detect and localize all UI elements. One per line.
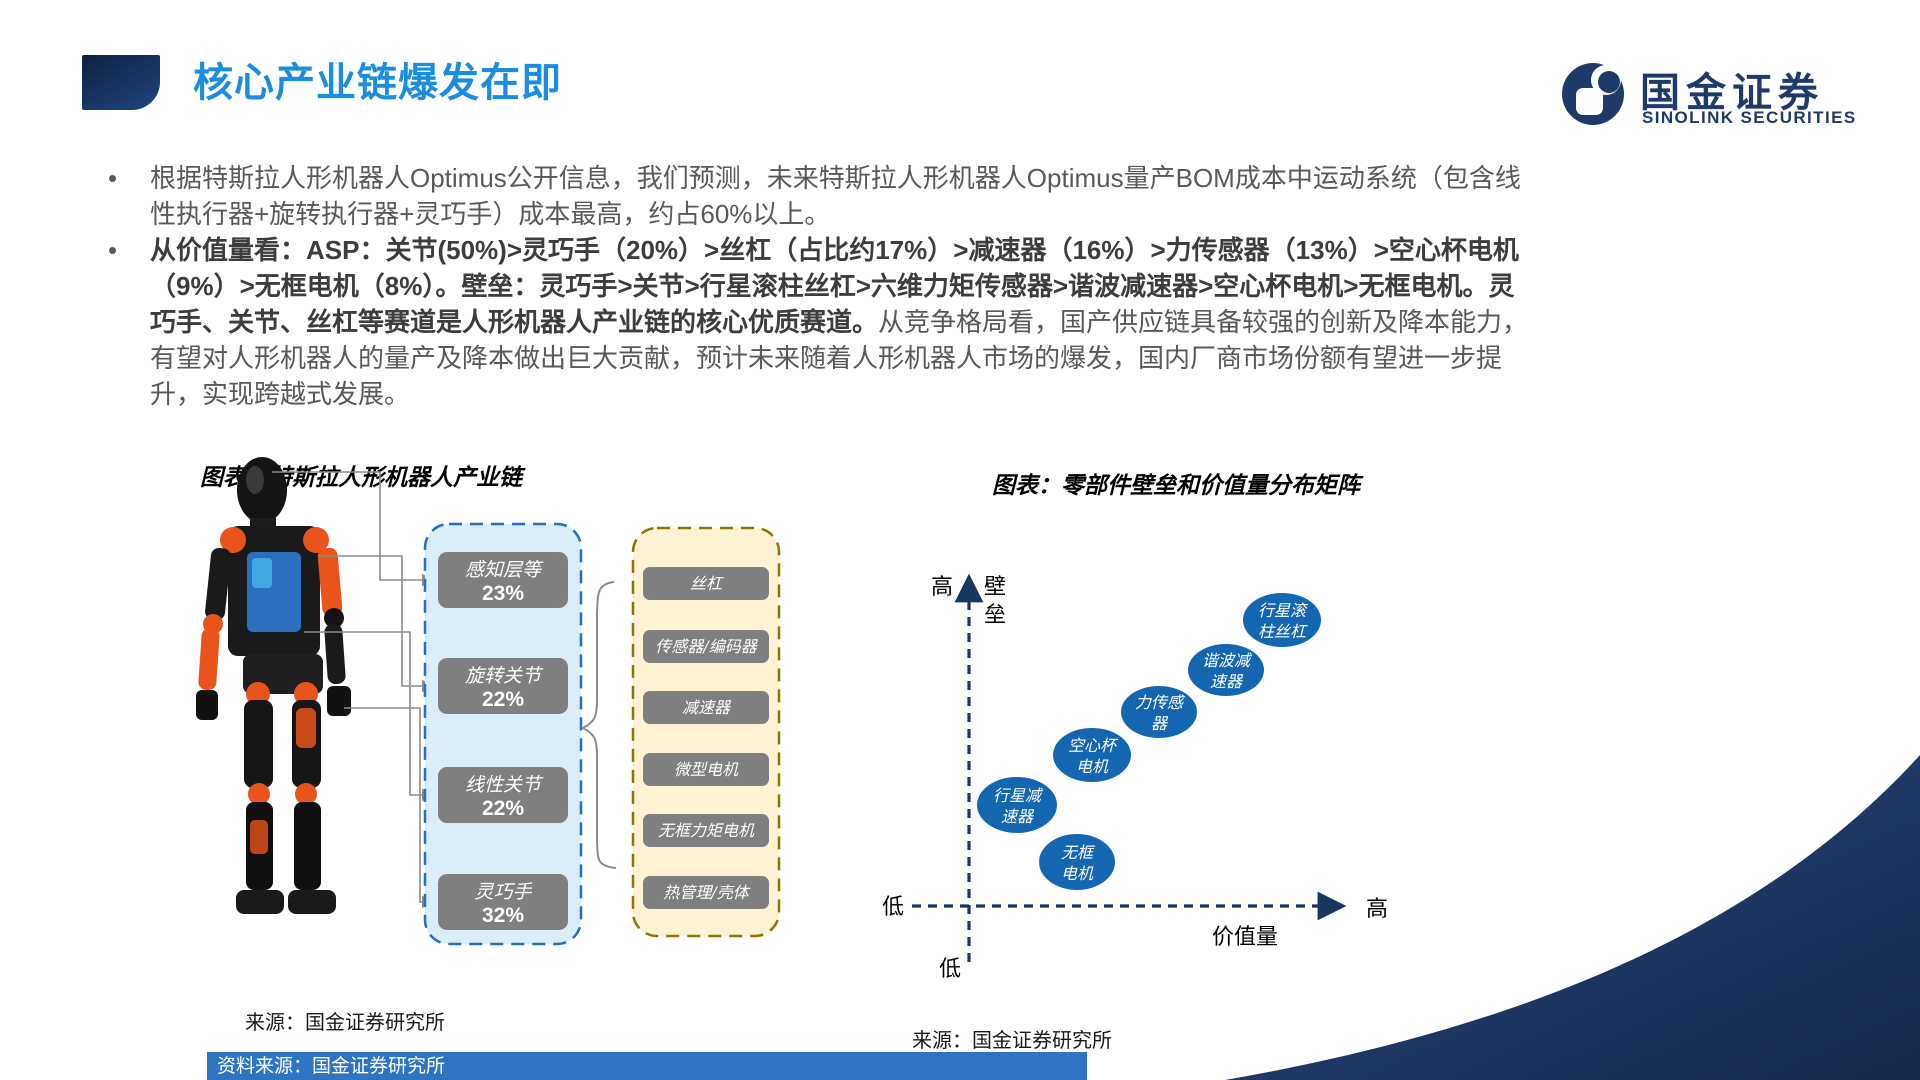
component-label-frameless-torque-motor: 无框力矩电机: [658, 821, 755, 840]
point-harmonic-reducer: 谐波减 速器: [1188, 644, 1264, 696]
point-label: 速器: [1001, 807, 1035, 826]
point-label: 行星滚: [1258, 601, 1309, 620]
point-label: 速器: [1210, 672, 1244, 691]
x-axis-high-label: 高: [1366, 897, 1388, 922]
y-axis-low-label: 低: [939, 957, 961, 982]
sinolink-logo-icon: [1562, 63, 1624, 125]
figure-left-diagram: 感知层等 23% 旋转关节 22% 线性关节 22% 灵巧手 32%: [196, 457, 781, 946]
module-pct: 32%: [482, 904, 524, 927]
point-label: 柱丝杠: [1258, 622, 1308, 641]
component-label-thermal-housing: 热管理/壳体: [663, 883, 750, 902]
page-title: 核心产业链爆发在即: [193, 61, 562, 105]
point-label: 行星减: [993, 786, 1043, 805]
module-box-linear-joint: 线性关节 22%: [438, 767, 568, 823]
point-label: 力传感: [1135, 693, 1186, 712]
module-container: [423, 522, 583, 946]
point-planetary-roller-screw: 行星滚 柱丝杠: [1243, 593, 1321, 647]
module-pct: 22%: [482, 797, 524, 820]
module-box-perception: 感知层等 23%: [438, 552, 568, 608]
point-label: 谐波减: [1202, 651, 1252, 670]
figure-left-source: 来源：国金证券研究所: [245, 1010, 445, 1034]
component-label-reducer: 减速器: [682, 698, 732, 717]
figure-right-source: 来源：国金证券研究所: [912, 1028, 1112, 1052]
bullet-2-text: 从价值量看：ASP：关节(50%)>灵巧手（20%）>丝杠（占比约17%）>减速…: [150, 232, 1536, 412]
point-force-sensor: 力传感 器: [1121, 686, 1197, 738]
module-name: 灵巧手: [474, 881, 532, 903]
module-box-dexterous-hand: 灵巧手 32%: [438, 874, 568, 930]
bullet-1-text: 根据特斯拉人形机器人Optimus公开信息，我们预测，未来特斯拉人形机器人Opt…: [150, 163, 1521, 229]
component-label-micro-motor: 微型电机: [674, 760, 739, 779]
point-label: 器: [1151, 714, 1169, 733]
module-pct: 23%: [482, 582, 524, 605]
brace-connector: [580, 581, 617, 869]
figure-right-matrix: 高 壁 垒 低 高 价值量 低 行星减 速器 无框 电机 空心杯 电机: [882, 573, 1388, 982]
y-axis-high-label: 高: [931, 575, 953, 600]
bullet-marker: •: [108, 235, 118, 265]
bullet-2-bold: 从价值量看：ASP：关节(50%)>灵巧手（20%）>丝杠（占比约17%）>减速…: [150, 235, 1519, 337]
point-label: 电机: [1076, 757, 1109, 776]
x-axis-name: 价值量: [1212, 925, 1278, 950]
footer-source-bar: 资料来源：国金证券研究所: [207, 1052, 1087, 1080]
figure-right-title: 图表：零部件壁垒和价值量分布矩阵: [992, 472, 1360, 499]
component-label-screw: 丝杠: [690, 574, 724, 593]
point-hollow-cup-motor: 空心杯 电机: [1053, 728, 1131, 782]
component-label-sensor-encoder: 传感器/编码器: [655, 637, 758, 656]
module-name: 旋转关节: [465, 665, 544, 687]
x-axis-low-label: 低: [882, 895, 904, 920]
summary-bullets: • 根据特斯拉人形机器人Optimus公开信息，我们预测，未来特斯拉人形机器人O…: [108, 160, 1536, 412]
optimus-robot-illustration: [196, 457, 351, 914]
module-name: 感知层等: [465, 559, 544, 581]
point-planetary-reducer: 行星减 速器: [977, 777, 1057, 833]
y-axis-name-char2: 垒: [984, 603, 1006, 628]
logo-name-en: SINOLINK SECURITIES: [1642, 108, 1857, 127]
sinolink-logo: 国金证券 SINOLINK SECURITIES: [1562, 58, 1912, 133]
bullet-2: • 从价值量看：ASP：关节(50%)>灵巧手（20%）>丝杠（占比约17%）>…: [108, 232, 1536, 412]
point-label: 无框: [1061, 843, 1096, 862]
bullet-1: • 根据特斯拉人形机器人Optimus公开信息，我们预测，未来特斯拉人形机器人O…: [108, 160, 1536, 232]
component-labels: 丝杠 传感器/编码器 减速器 微型电机 无框力矩电机 热管理/壳体: [655, 574, 758, 902]
bullet-marker: •: [108, 163, 118, 193]
point-frameless-motor: 无框 电机: [1039, 834, 1115, 890]
connector-arrow-linear: [304, 631, 435, 802]
title-accent-chip: [82, 55, 160, 110]
point-label: 电机: [1061, 864, 1094, 883]
page-number: 17: [1756, 1018, 1782, 1044]
connector-arrow-hand: [344, 707, 435, 909]
module-pct: 22%: [482, 688, 524, 711]
bullet-2-regular: 从竞争格局看，国产供应链具备较强的创新及降本能力，有望对人形机器人的量产及降本做…: [150, 307, 1529, 409]
point-label: 空心杯: [1068, 736, 1119, 755]
connector-arrow-perception: [272, 471, 435, 587]
module-box-rotary-joint: 旋转关节 22%: [438, 658, 568, 714]
y-axis-name-char1: 壁: [984, 575, 1006, 600]
matrix-points: 行星减 速器 无框 电机 空心杯 电机 力传感 器 谐波减 速器: [977, 593, 1321, 890]
module-name: 线性关节: [465, 774, 544, 796]
component-boxes: [643, 567, 769, 909]
logo-name-cn: 国金证券: [1640, 71, 1824, 115]
connector-arrow-rotary: [318, 555, 435, 693]
